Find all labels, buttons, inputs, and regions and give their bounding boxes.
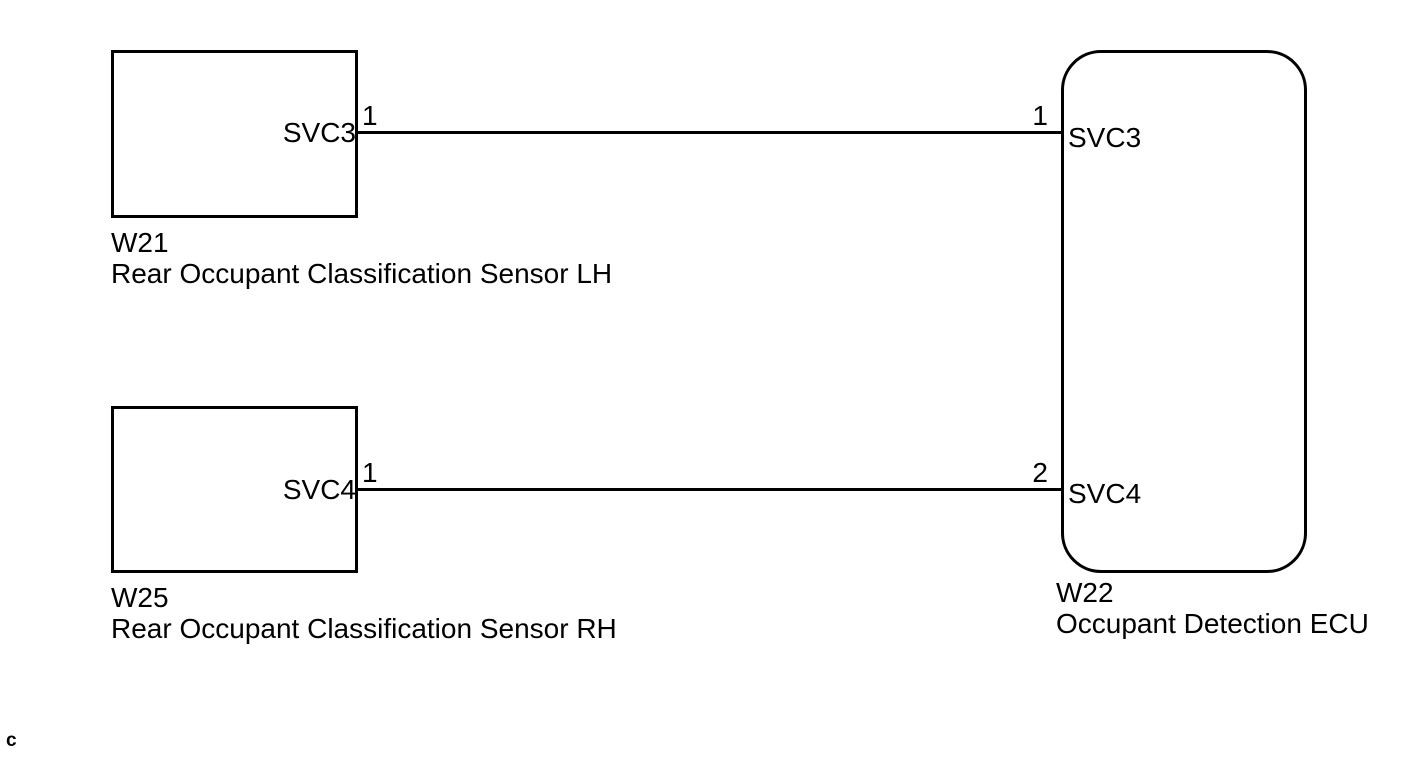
w25-code: W25	[111, 582, 169, 613]
w21-code: W21	[111, 227, 169, 258]
w21-caption: W21 Rear Occupant Classification Sensor …	[111, 227, 612, 289]
wire-svc3	[357, 131, 1062, 134]
wire-svc4	[357, 488, 1062, 491]
copyright-mark: c	[6, 730, 17, 751]
w21-name: Rear Occupant Classification Sensor LH	[111, 258, 613, 289]
w25-caption: W25 Rear Occupant Classification Sensor …	[111, 582, 617, 644]
w25-sensor-box	[111, 406, 358, 573]
w22-svc4-pin-number: 2	[1032, 457, 1048, 488]
w25-name: Rear Occupant Classification Sensor RH	[111, 613, 617, 644]
w21-sensor-box	[111, 50, 358, 218]
w22-name: Occupant Detection ECU	[1056, 608, 1369, 639]
w21-pin-number: 1	[362, 100, 378, 131]
w25-connector-label: SVC4	[282, 474, 356, 505]
w22-caption: W22 Occupant Detection ECU	[1056, 577, 1369, 639]
w22-terminal-svc3-label: SVC3	[1068, 122, 1142, 153]
w22-svc3-pin-number: 1	[1032, 100, 1048, 131]
w25-pin-number: 1	[362, 457, 378, 488]
w22-code: W22	[1056, 577, 1114, 608]
w21-connector-label: SVC3	[282, 117, 356, 148]
w22-ecu-box	[1061, 50, 1307, 573]
w22-terminal-svc4-label: SVC4	[1068, 478, 1142, 509]
